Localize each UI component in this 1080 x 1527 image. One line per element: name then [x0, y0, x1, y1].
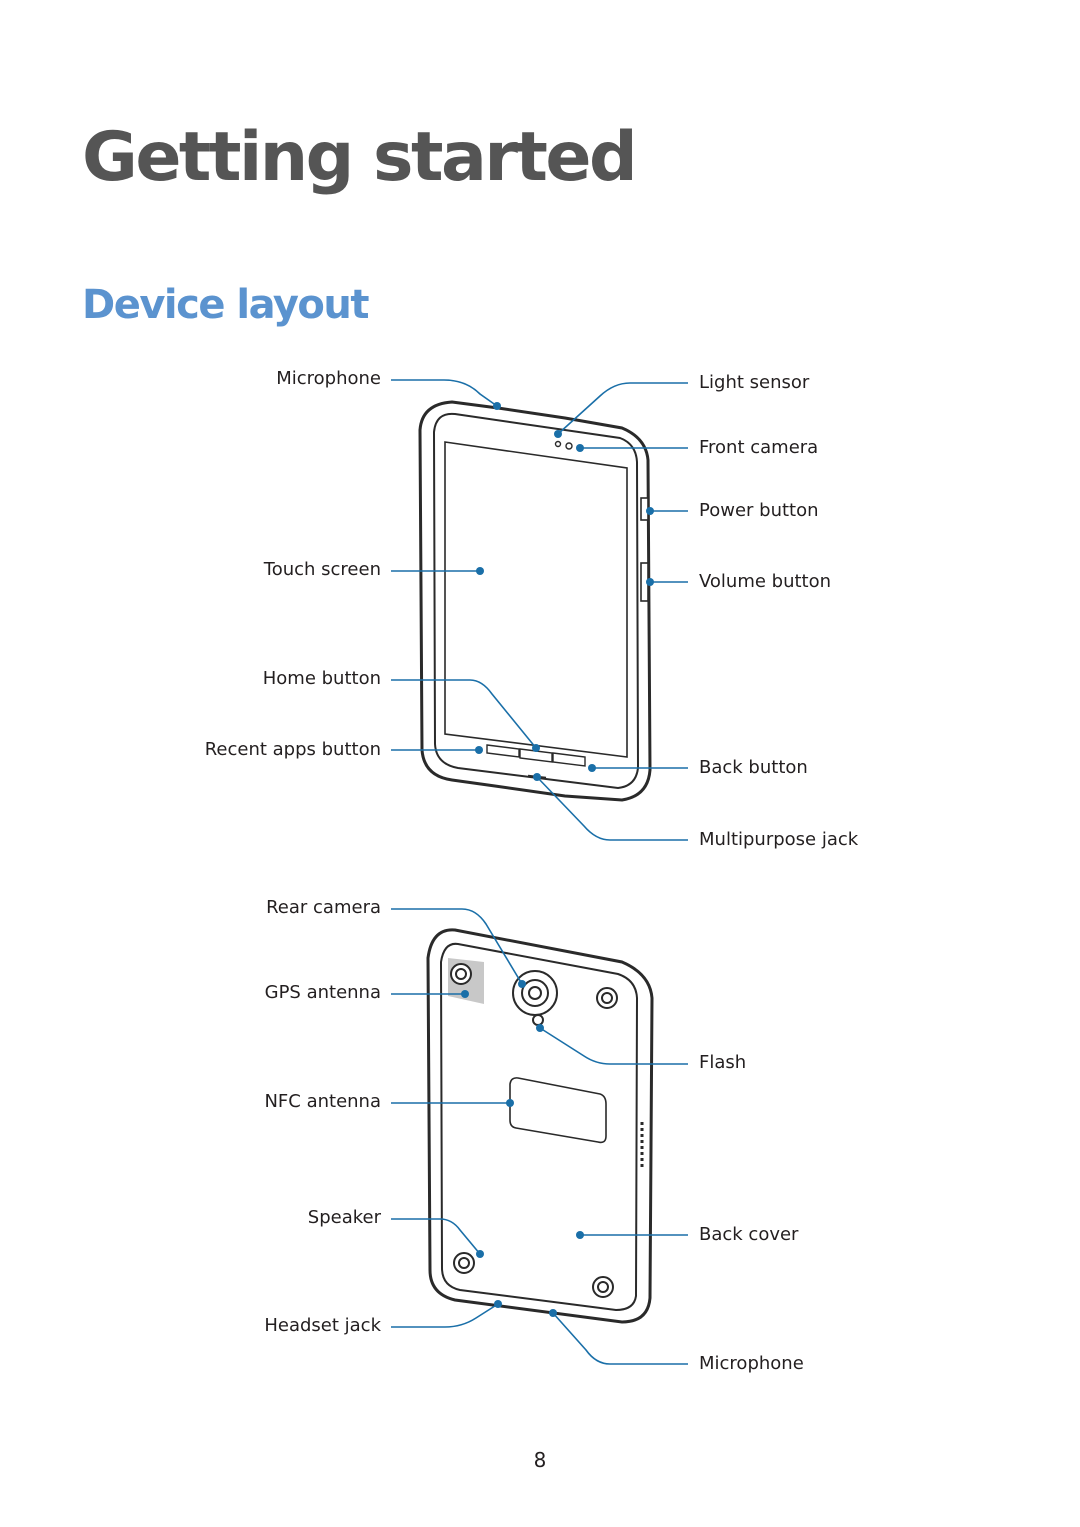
label-light-sensor: Light sensor [699, 372, 810, 393]
label-flash: Flash [699, 1052, 747, 1073]
label-microphone-rear: Microphone [699, 1353, 804, 1374]
label-rear-camera: Rear camera [266, 897, 381, 918]
section-title: Device layout [82, 282, 370, 328]
callout-line-speaker [391, 1218, 481, 1255]
callout-line-rear-camera [391, 908, 523, 985]
page-number: 8 [533, 1448, 547, 1472]
label-gps-antenna: GPS antenna [264, 982, 381, 1003]
label-touch-screen: Touch screen [263, 559, 381, 580]
label-back-cover: Back cover [699, 1224, 799, 1245]
label-microphone-front: Microphone [276, 368, 381, 389]
chapter-title: Getting started [82, 118, 638, 197]
callout-dots [461, 402, 654, 1317]
callout-line-light-sensor [557, 382, 688, 435]
label-home-button: Home button [262, 668, 381, 689]
label-multipurpose-jack: Multipurpose jack [699, 829, 859, 850]
label-power-button: Power button [699, 500, 819, 521]
callout-line-home-button [391, 679, 537, 749]
label-recent-apps-button: Recent apps button [204, 739, 381, 760]
label-speaker: Speaker [307, 1207, 381, 1228]
rear-device-illustration [426, 928, 654, 1324]
label-volume-button: Volume button [699, 571, 832, 592]
callout-line-microphone-front [391, 379, 498, 407]
label-headset-jack: Headset jack [264, 1315, 381, 1336]
front-device-illustration [418, 400, 652, 802]
label-back-button: Back button [699, 757, 808, 778]
callout-line-flash [539, 1027, 688, 1065]
callout-line-multipurpose-jack [536, 776, 688, 841]
label-nfc-antenna: NFC antenna [264, 1091, 381, 1112]
label-front-camera: Front camera [699, 437, 819, 458]
callout-line-headset-jack [391, 1303, 499, 1328]
callout-line-microphone-rear [552, 1312, 688, 1365]
